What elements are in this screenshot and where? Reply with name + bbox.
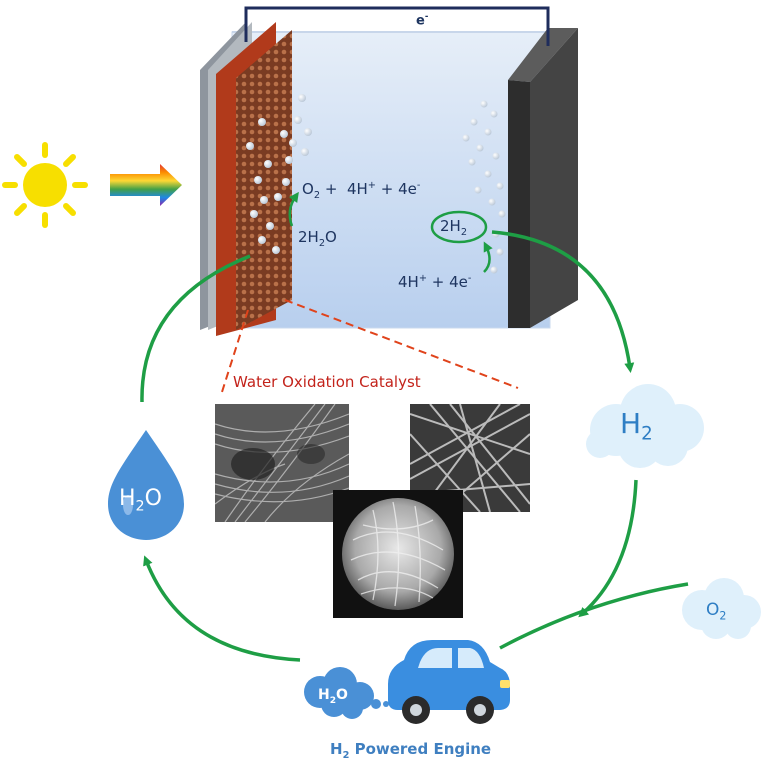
oxygen-bubbles: [246, 94, 312, 254]
h2-product-ring: [430, 210, 488, 244]
h2-cloud-label: H2: [620, 407, 653, 445]
external-wire: [244, 6, 550, 46]
sem-nanowires-texture: [410, 404, 530, 512]
water-drop-icon: [108, 430, 184, 540]
anode-reactant: 2H2O: [298, 228, 337, 249]
electron-label: e-: [416, 11, 429, 29]
engine-label: H2 Powered Engine: [330, 740, 492, 761]
cathode-product: 2H2: [440, 217, 468, 238]
cathode-reaction-arrow: [483, 241, 493, 273]
sun-icon: [2, 142, 88, 228]
photoanode: [200, 22, 292, 336]
water-drop-label: H2O: [119, 486, 162, 515]
cathode-reactant: 4H+ + 4e-: [398, 273, 472, 291]
exhaust-label: H2O: [318, 687, 348, 706]
cathode: [508, 28, 578, 328]
o2-cloud-label: O2: [706, 600, 727, 623]
exhaust-cloud-icon: [304, 667, 389, 719]
cycle-arrows: [140, 230, 689, 662]
h2-cloud-icon: [586, 384, 704, 468]
o2-cloud-icon: [682, 578, 761, 639]
sem-microsphere-texture: [333, 490, 463, 618]
sem-nanosheets-texture: [215, 404, 349, 522]
sem-image-microsphere: [333, 490, 463, 618]
catalyst-title: Water Oxidation Catalyst: [233, 373, 421, 391]
catalyst-pointer-right: [284, 299, 519, 389]
anode-products: O2 + 4H+ + 4e-: [302, 180, 421, 201]
drop-highlight: [123, 495, 133, 515]
catalyst-pointer-left: [221, 309, 249, 393]
sem-image-nanosheets: [215, 404, 349, 522]
rainbow-arrow-icon: [110, 164, 182, 206]
car-icon: [388, 640, 510, 724]
anode-reaction-arrow: [288, 191, 299, 227]
